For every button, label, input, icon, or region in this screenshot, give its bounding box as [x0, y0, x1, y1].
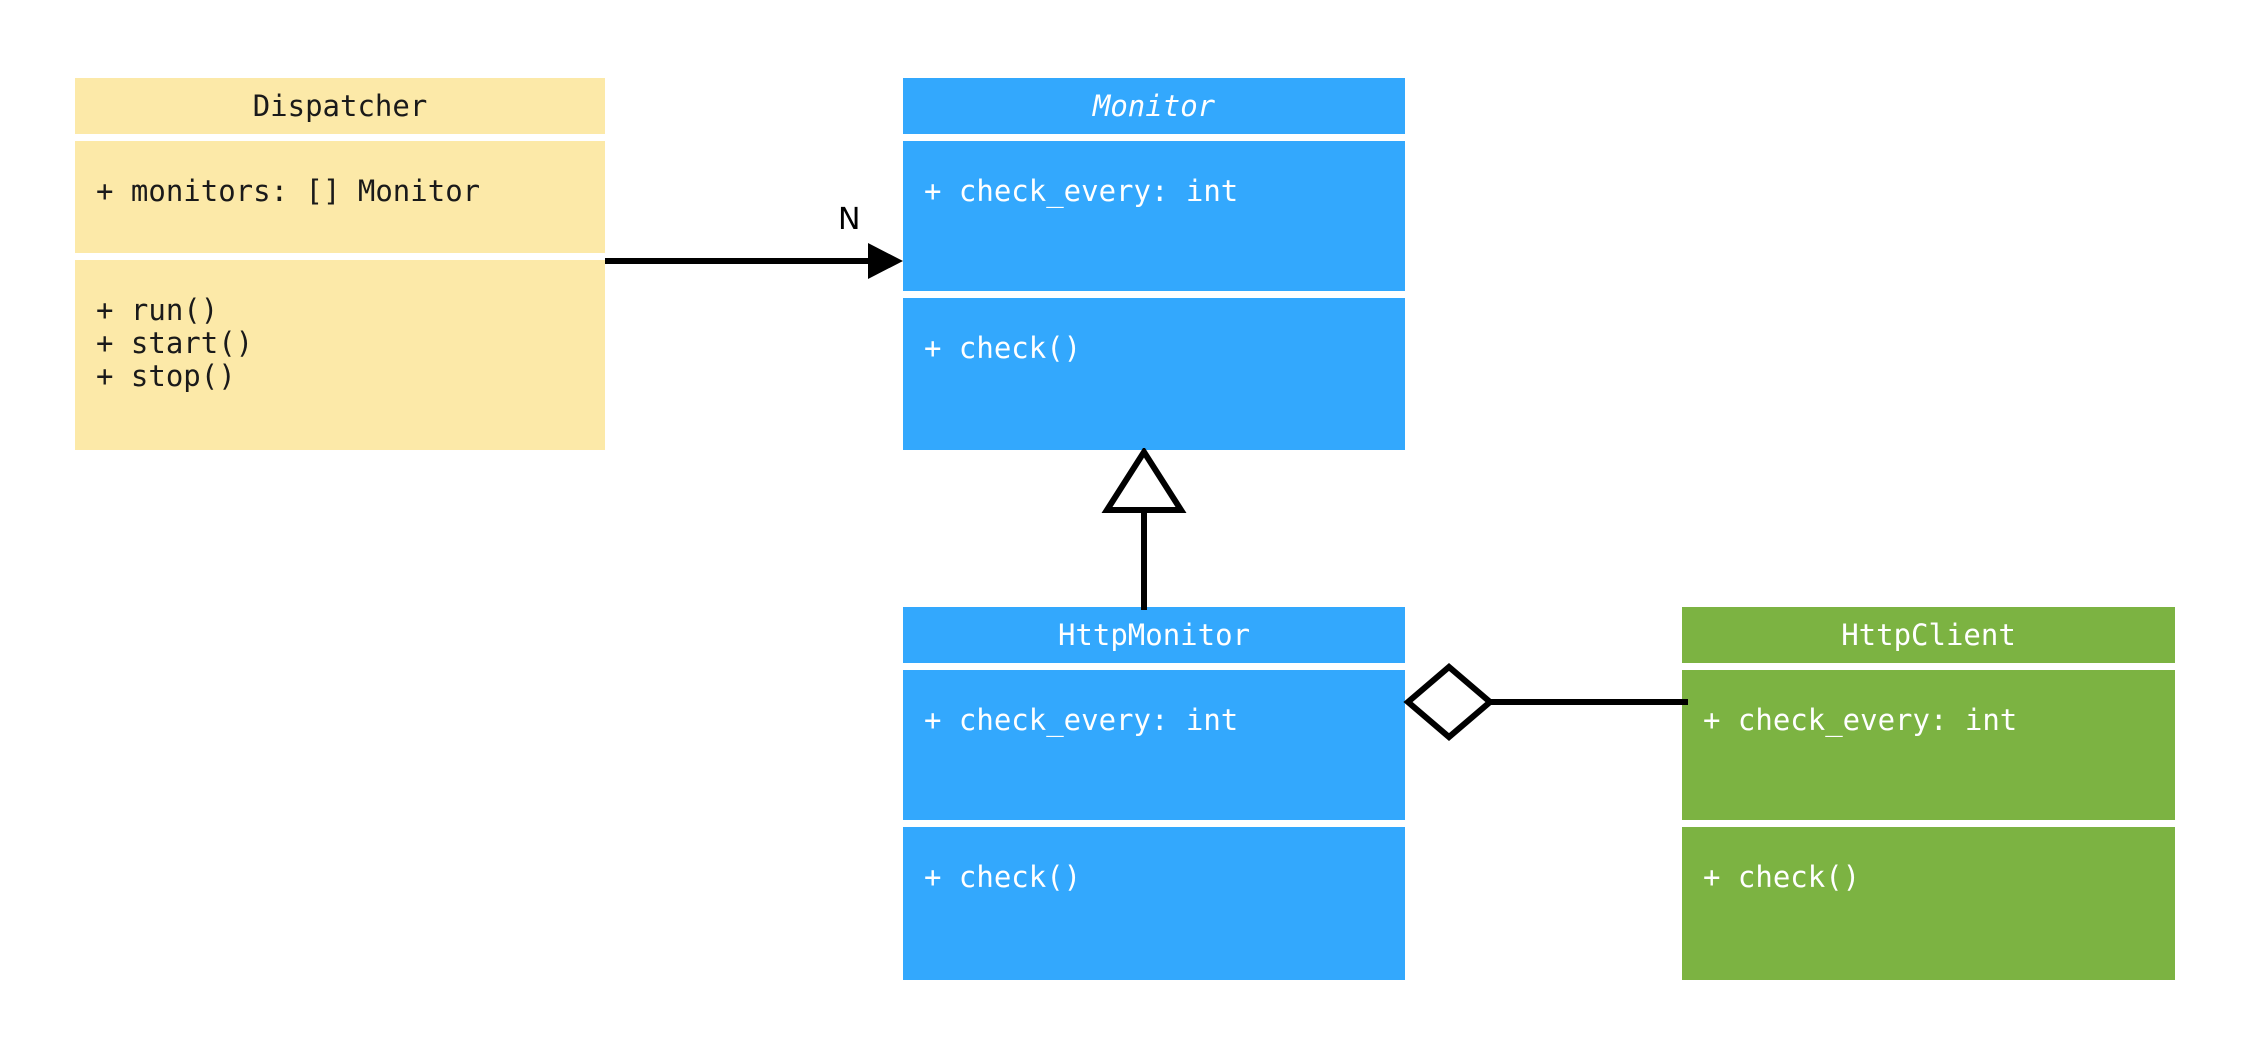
class-methods-httpmonitor: + check()	[903, 827, 1405, 980]
class-box-monitor[interactable]: Monitor + check_every: int + check()	[903, 78, 1405, 450]
method-row: + check()	[924, 860, 1082, 894]
class-methods-monitor: + check()	[903, 298, 1405, 450]
class-box-dispatcher[interactable]: Dispatcher + monitors: [] Monitor + run(…	[75, 78, 605, 450]
class-attributes-httpmonitor: + check_every: int	[903, 670, 1405, 820]
association-dispatcher-to-monitor	[605, 243, 903, 279]
method-row: + run()	[96, 293, 219, 327]
attribute-row: + check_every: int	[1703, 703, 2018, 737]
class-box-httpclient[interactable]: HttpClient + check_every: int + check()	[1682, 607, 2175, 980]
class-attributes-monitor: + check_every: int	[903, 141, 1405, 291]
method-row: + start()	[96, 326, 254, 360]
class-attributes-dispatcher: + monitors: [] Monitor	[75, 141, 605, 253]
class-attributes-httpclient: + check_every: int	[1682, 670, 2175, 820]
attribute-row: + monitors: [] Monitor	[96, 174, 481, 208]
generalization-httpmonitor-to-monitor	[1101, 448, 1187, 610]
method-row: + check()	[1703, 860, 1861, 894]
attribute-row: + check_every: int	[924, 174, 1239, 208]
attribute-row: + check_every: int	[924, 703, 1239, 737]
hollow-triangle-arrowhead	[1101, 448, 1187, 513]
class-title-httpmonitor: HttpMonitor	[903, 607, 1405, 663]
class-name-dispatcher: Dispatcher	[252, 88, 428, 123]
class-methods-dispatcher: + run() + start() + stop()	[75, 260, 605, 450]
hollow-diamond-arrowhead	[1403, 663, 1495, 741]
class-box-httpmonitor[interactable]: HttpMonitor + check_every: int + check()	[903, 607, 1405, 980]
class-name-monitor: Monitor	[1092, 88, 1216, 123]
class-title-dispatcher: Dispatcher	[75, 78, 605, 134]
filled-triangle-arrowhead	[868, 243, 903, 279]
class-title-monitor: Monitor	[903, 78, 1405, 134]
class-name-httpclient: HttpClient	[1841, 617, 2016, 652]
method-row: + check()	[924, 331, 1082, 365]
class-methods-httpclient: + check()	[1682, 827, 2175, 980]
class-name-httpmonitor: HttpMonitor	[1057, 617, 1251, 652]
aggregation-httpmonitor-to-httpclient	[1403, 663, 1688, 741]
class-title-httpclient: HttpClient	[1682, 607, 2175, 663]
multiplicity-label-n: N	[838, 202, 861, 237]
method-row: + stop()	[96, 359, 236, 393]
